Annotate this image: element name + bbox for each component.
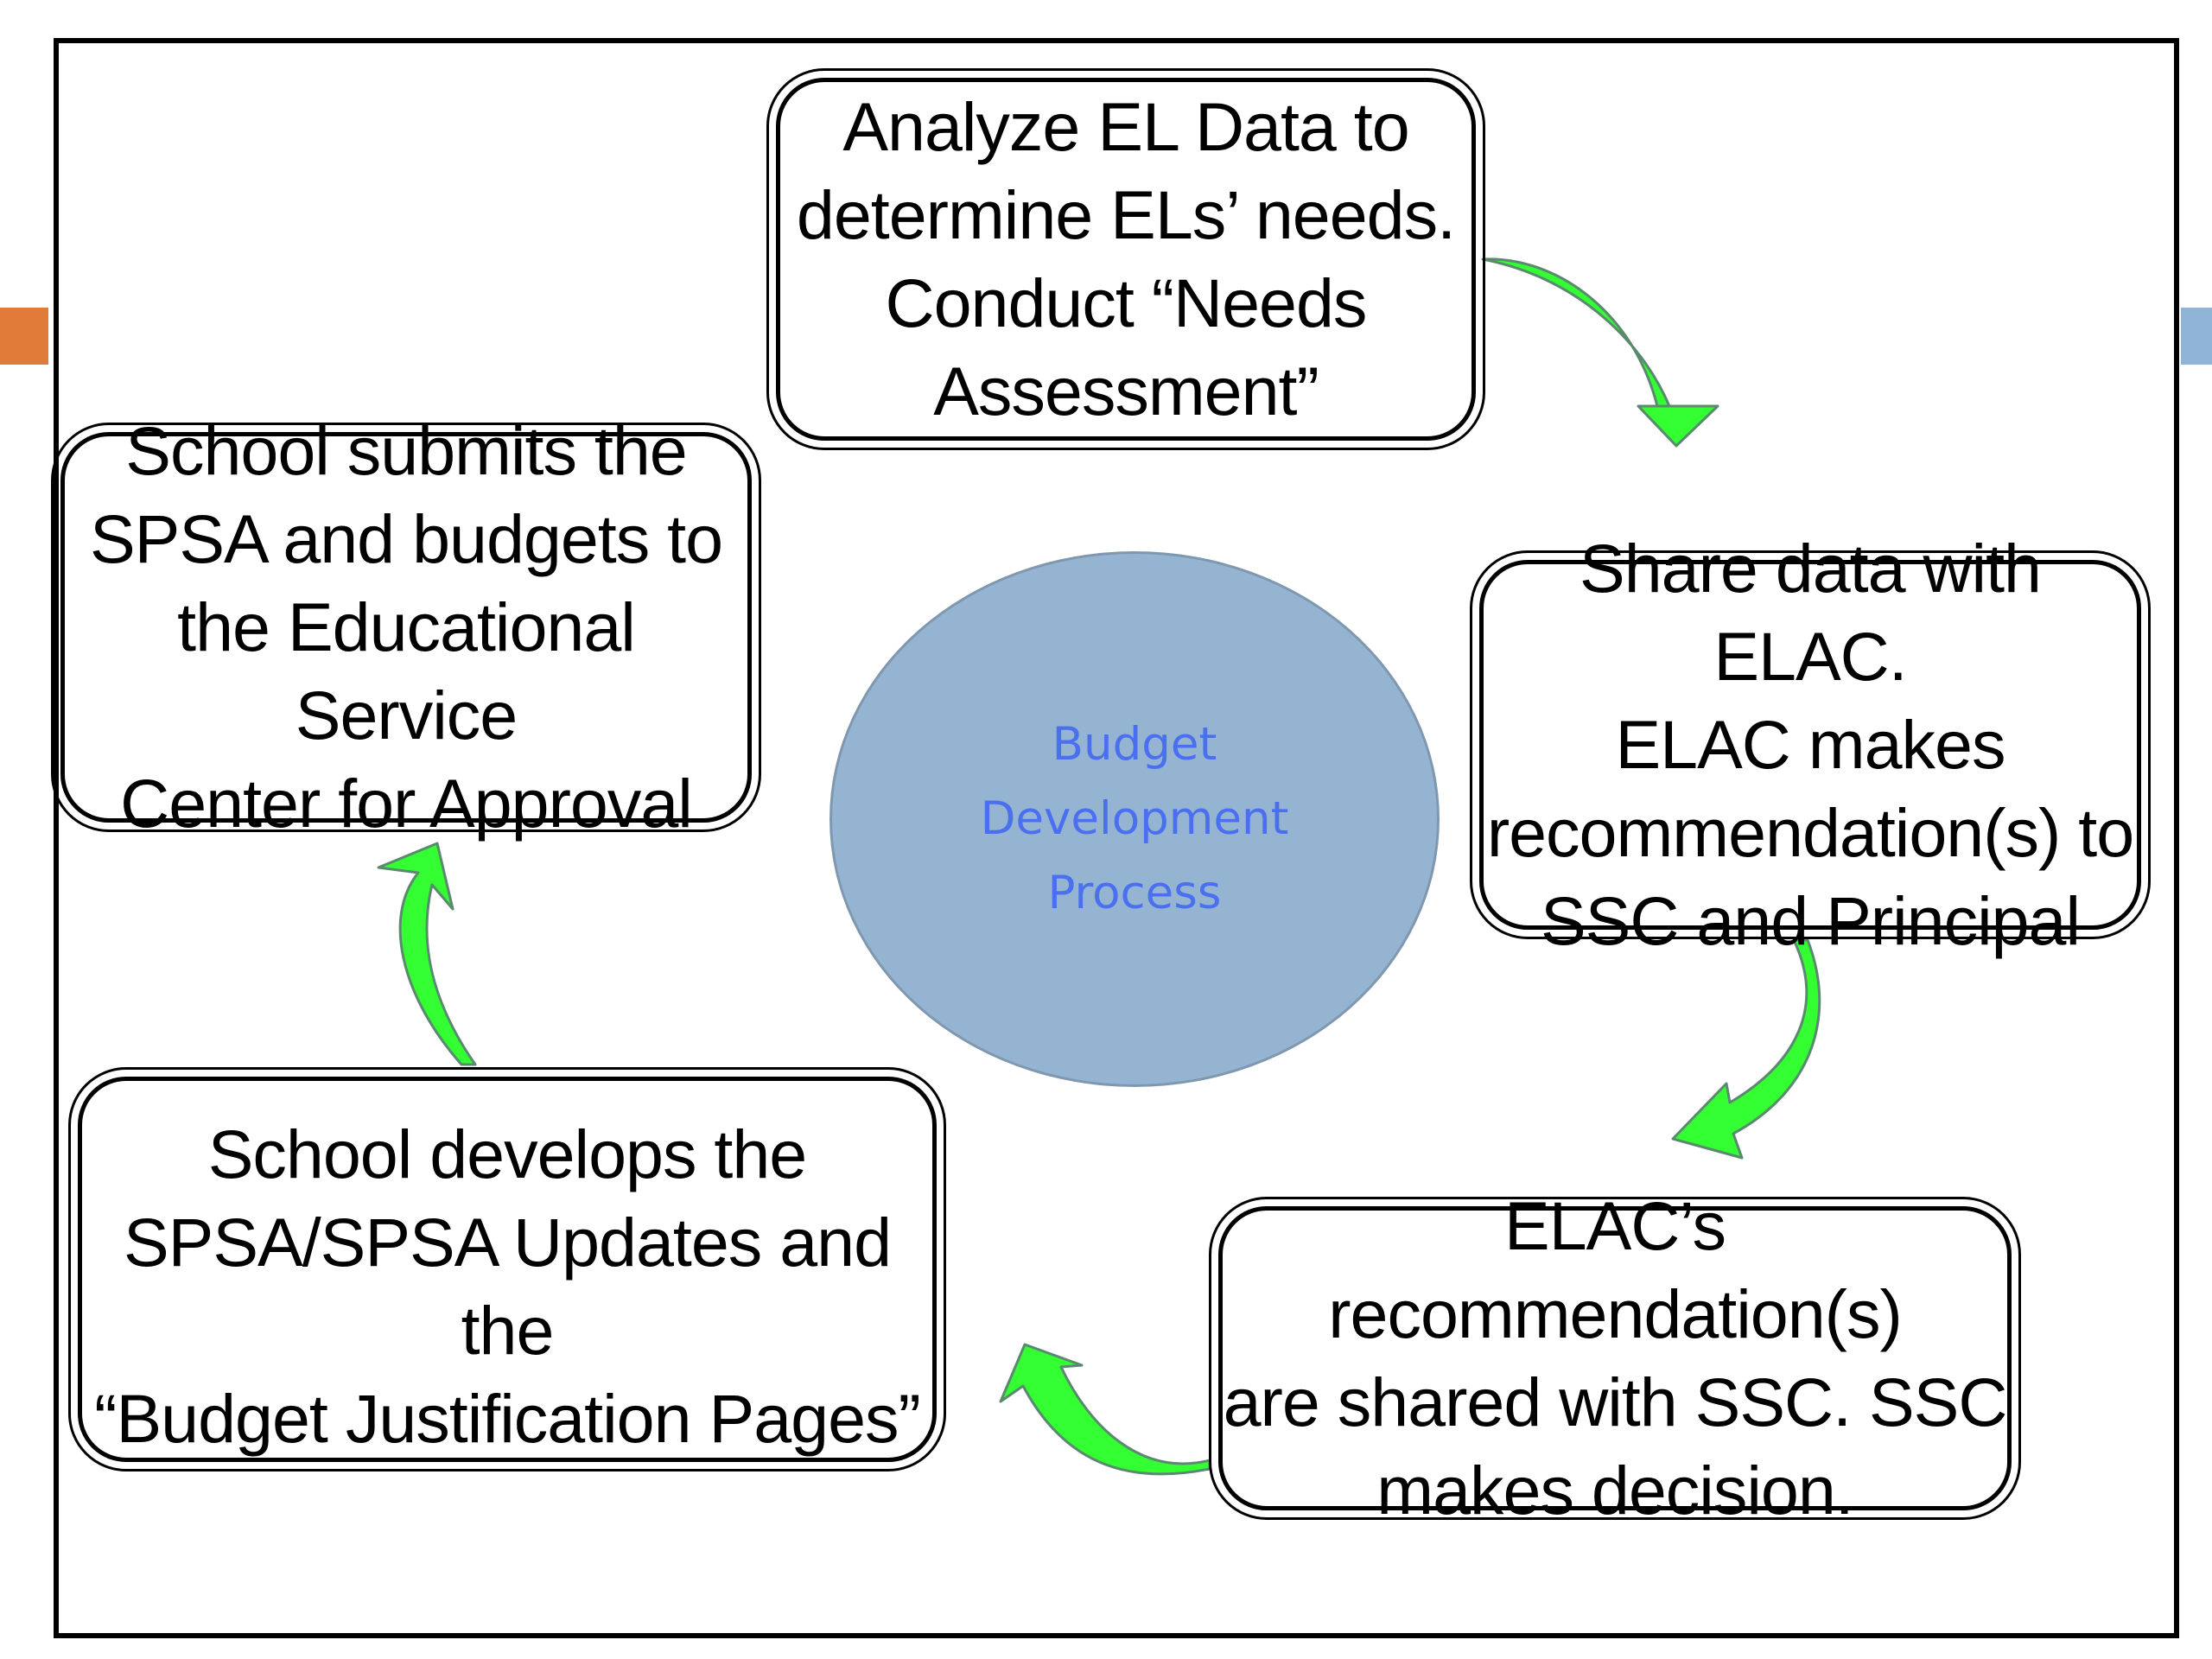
accent-bar-left	[0, 308, 48, 365]
center-label: Budget Development Process	[980, 718, 1289, 919]
step-1-analyze-data: Analyze EL Data to determine ELs’ needs.…	[766, 68, 1485, 450]
diagram-frame	[54, 38, 2179, 1638]
step-4-develop-spsa: School develops the SPSA/SPSA Updates an…	[68, 1067, 946, 1471]
step-5-text: School submits the SPSA and budgets to t…	[89, 412, 723, 842]
flow-arrow-1	[1481, 257, 1719, 448]
step-3-text: ELAC’s recommendation(s) are shared with…	[1223, 1187, 2008, 1529]
step-2-text: Share data with ELAC. ELAC makes recomme…	[1486, 530, 2134, 959]
step-4-text: School develops the SPSA/SPSA Updates an…	[94, 1116, 921, 1457]
flow-arrow-3	[999, 1343, 1211, 1476]
center-process-circle: Budget Development Process	[830, 551, 1440, 1087]
accent-bar-right	[2181, 308, 2212, 365]
step-5-submit-spsa: School submits the SPSA and budgets to t…	[51, 412, 761, 842]
step-2-share-with-elac: Share data with ELAC. ELAC makes recomme…	[1470, 530, 2151, 959]
step-1-text: Analyze EL Data to determine ELs’ needs.…	[796, 88, 1456, 429]
flow-arrow-4	[377, 842, 477, 1066]
flow-arrow-2	[1671, 938, 1821, 1160]
step-3-ssc-decision: ELAC’s recommendation(s) are shared with…	[1209, 1187, 2021, 1529]
